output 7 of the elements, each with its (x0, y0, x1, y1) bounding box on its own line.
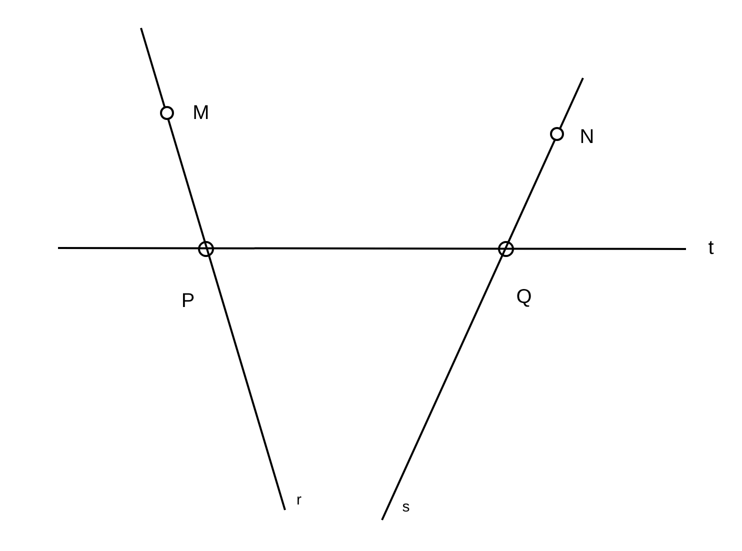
point-label: M (192, 103, 210, 123)
line-label: t (708, 238, 714, 258)
line-label: s (402, 500, 410, 514)
point-label: Q (516, 287, 532, 307)
line-label: r (296, 492, 302, 508)
point-label: P (181, 291, 195, 311)
point-label: N (580, 127, 594, 147)
